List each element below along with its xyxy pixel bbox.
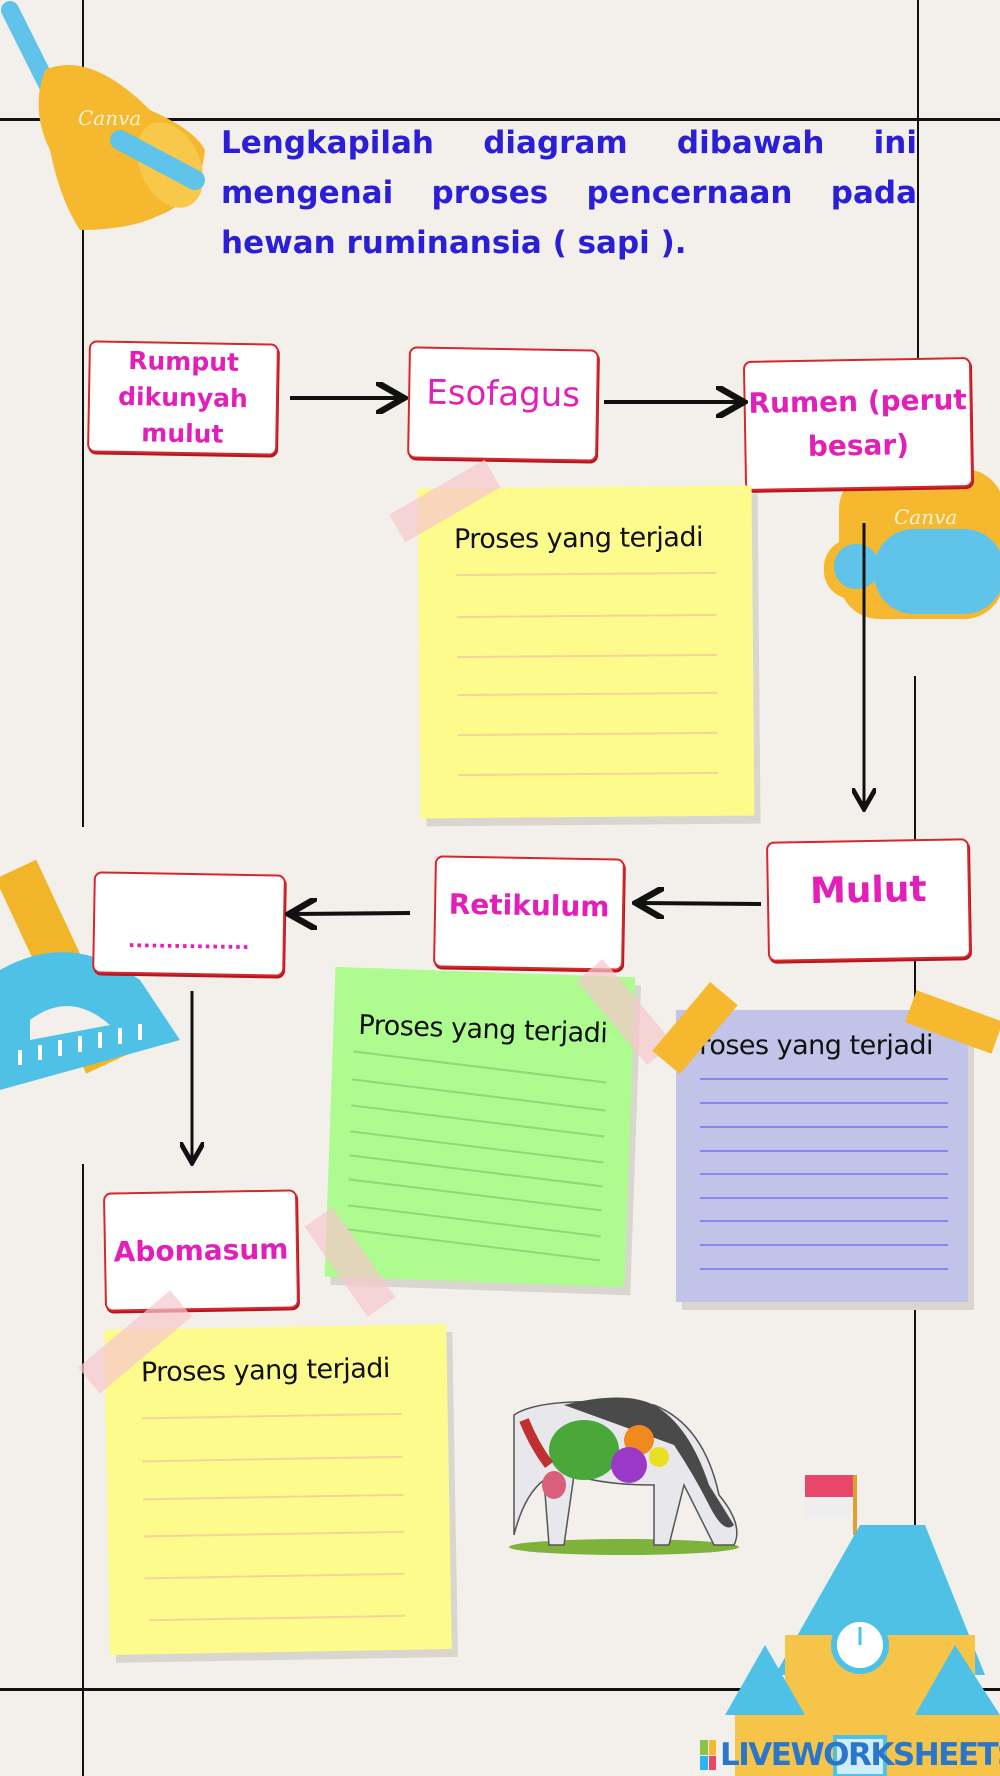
note-heading: Proses yang terjadi	[357, 1009, 608, 1050]
canva-watermark: Canva	[78, 106, 141, 130]
frame-line-left-lower	[82, 1164, 84, 1776]
note-yellow-bottom[interactable]: Proses yang terjadi	[104, 1324, 452, 1655]
live-badge-icon	[700, 1740, 716, 1770]
liveworksheets-logo: LIVEWORKSHEETS	[700, 1736, 1000, 1774]
frame-line-bottom	[0, 1688, 1000, 1691]
brand-text: LIVEWORKSHEETS	[720, 1737, 1000, 1773]
note-heading: Proses yang terjadi	[684, 1030, 934, 1061]
cow-digestive-illustration	[509, 1397, 739, 1555]
note-purple[interactable]: Proses yang terjadi	[676, 1010, 968, 1302]
frame-line-left-upper	[82, 0, 84, 827]
note-green[interactable]: Proses yang terjadi	[324, 966, 636, 1288]
note-heading: Proses yang terjadi	[140, 1353, 391, 1389]
instruction-title: Lengkapilah diagram dibawah ini mengenai…	[221, 125, 917, 261]
school-icon	[725, 1475, 1000, 1776]
note-heading: Proses yang terjadi	[453, 521, 704, 556]
frame-line-right-upper	[917, 0, 919, 500]
note-yellow-top[interactable]: Proses yang terjadi	[417, 485, 755, 819]
svg-text:Canva: Canva	[894, 505, 957, 529]
arrow-retikulum-to-blank	[293, 913, 411, 914]
bell-icon: Canva	[1, 1, 205, 230]
ruler-protractor-icon	[0, 859, 180, 1090]
backpack-icon: Canva	[824, 469, 1000, 619]
frame-line-top	[0, 118, 1000, 121]
arrow-mulut-to-retikulum	[640, 903, 762, 904]
